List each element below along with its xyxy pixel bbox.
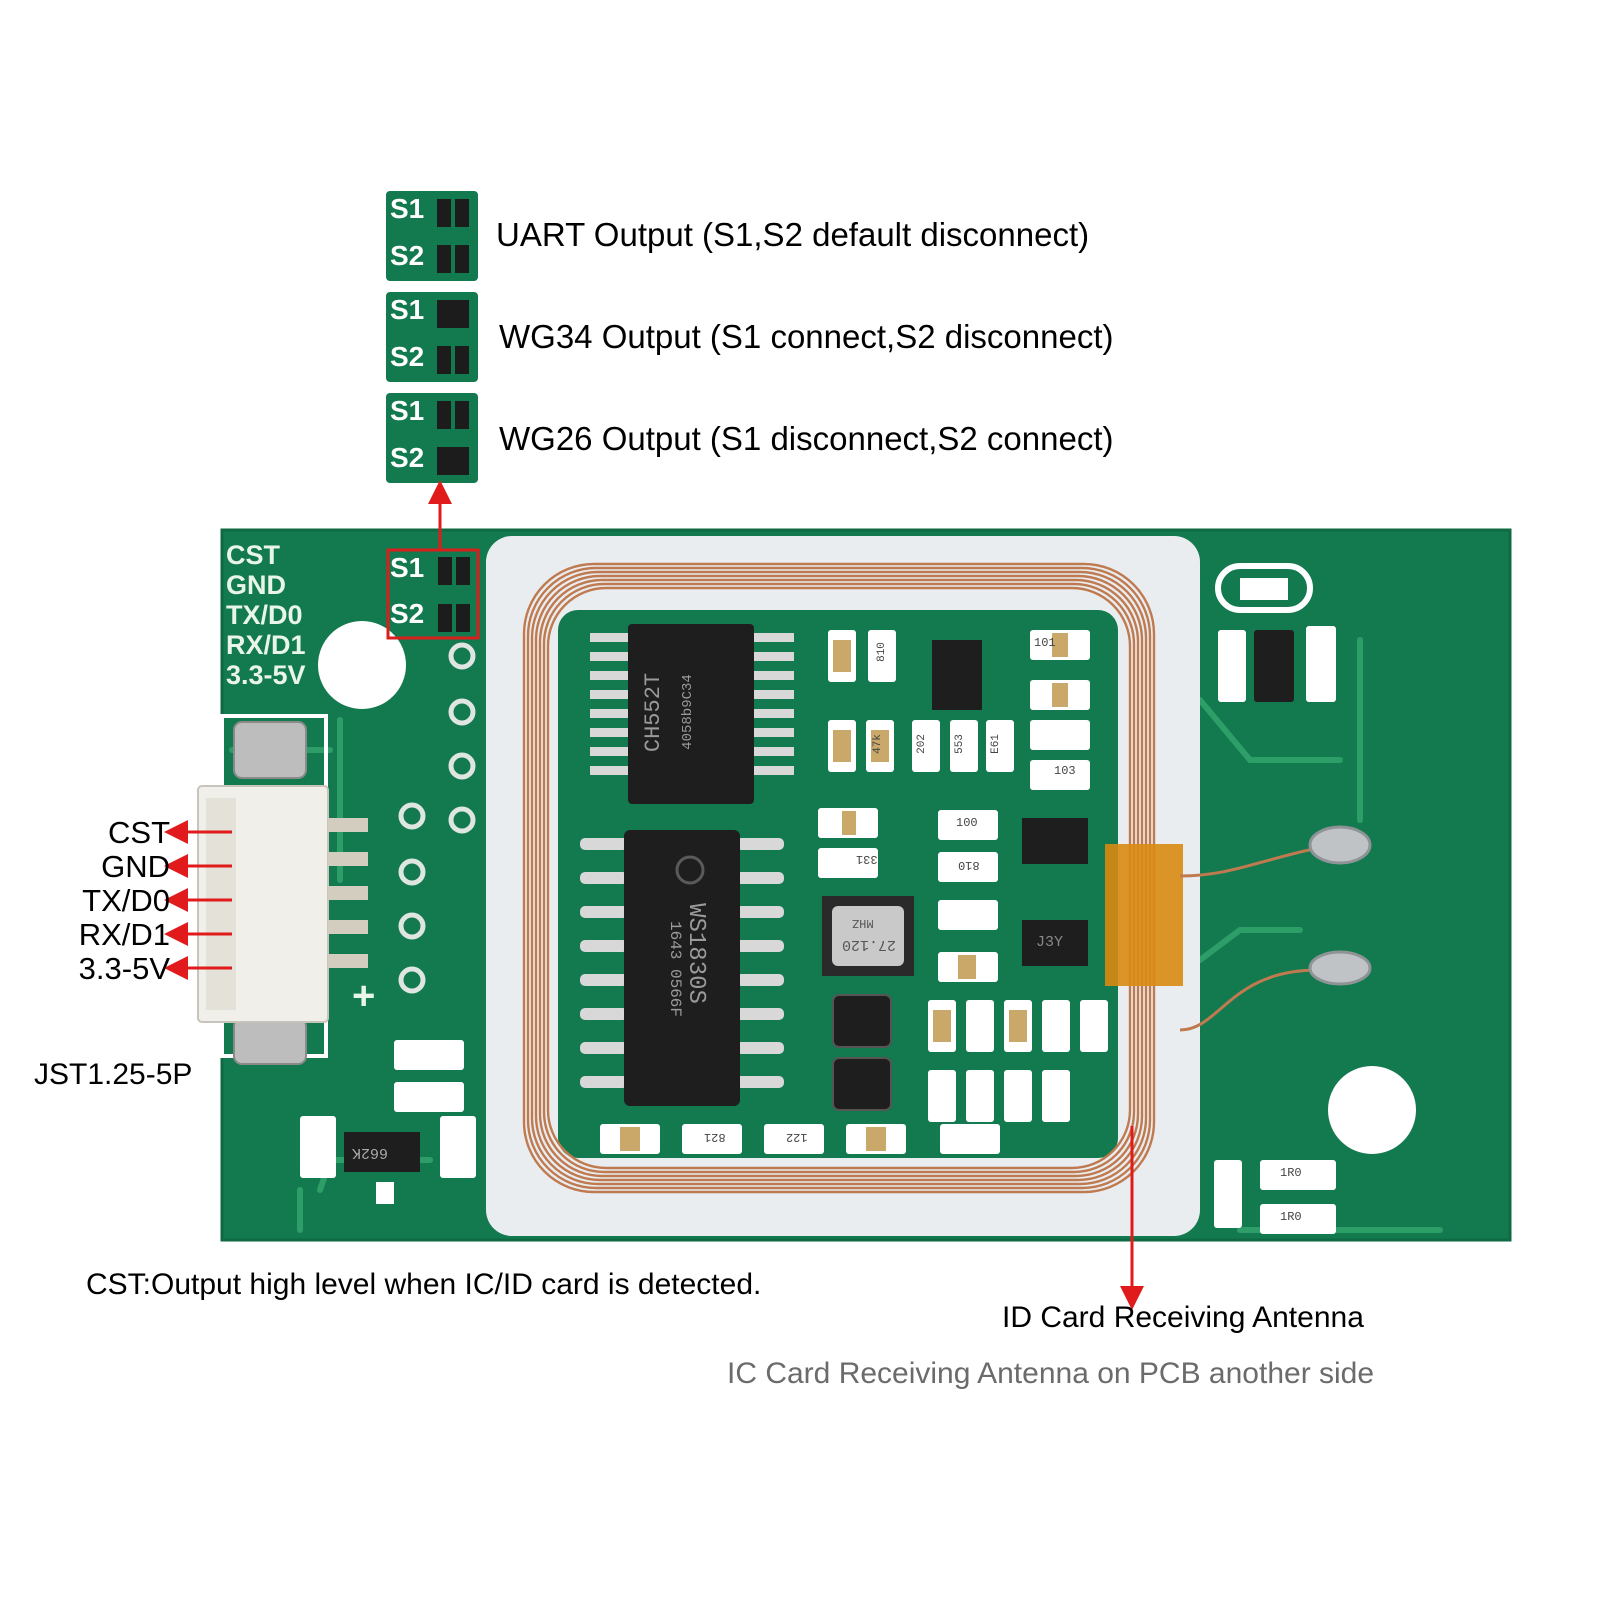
- pin-label-cst: CST: [108, 815, 170, 850]
- silk-jumper-s2: S2: [390, 598, 425, 629]
- mode-label-wg26: WG26 Output (S1 disconnect,S2 connect): [499, 420, 1114, 457]
- resistor-code: 810: [875, 642, 888, 662]
- legend-wg34-s1: S1: [390, 294, 425, 325]
- resistor-code: E61: [989, 734, 1002, 754]
- resistor-code: 103: [1054, 764, 1076, 778]
- chip1-marking-line2: 4058b9C34: [679, 674, 696, 750]
- right-side-components: [1214, 563, 1336, 1234]
- legend-uart-s1: S1: [390, 193, 425, 224]
- cst-note: CST:Output high level when IC/ID card is…: [86, 1268, 762, 1301]
- resistor-code: 821: [704, 1130, 726, 1144]
- resistor-code: 202: [915, 734, 928, 754]
- smd-components: [600, 630, 1108, 1154]
- jumper-highlight-box: [386, 548, 480, 640]
- silk-pin-power: 3.3-5V: [226, 660, 306, 690]
- resistor-code: 662K: [352, 1144, 389, 1161]
- mode-label-wg34: WG34 Output (S1 connect,S2 disconnect): [499, 318, 1114, 355]
- crystal-oscillator: [822, 896, 914, 976]
- jumper-swatch-wg26: [386, 393, 478, 483]
- chip-ch552t: [590, 624, 794, 804]
- jumper-swatch-uart: [386, 191, 478, 281]
- resistor-code: 810: [958, 858, 980, 872]
- legend-uart-s2: S2: [390, 240, 425, 271]
- resistor-code: 47k: [871, 734, 884, 754]
- resistor-code: 553: [953, 734, 966, 754]
- antenna-ic-label: IC Card Receiving Antenna on PCB another…: [727, 1357, 1375, 1390]
- pin-label-tx: TX/D0: [82, 883, 170, 918]
- legend-wg26-s2: S2: [390, 442, 425, 473]
- jst-connector: [197, 714, 368, 1065]
- legend-wg34-s2: S2: [390, 341, 425, 372]
- crystal-marking-line1: 27.120: [842, 936, 897, 953]
- pin-label-gnd: GND: [101, 849, 170, 884]
- resistor-code: 122: [786, 1130, 808, 1144]
- resistor-code: 100: [956, 816, 978, 830]
- silk-pin-cst: CST: [226, 540, 280, 570]
- resistor-code: 1R0: [1280, 1210, 1302, 1224]
- silk-pin-rx: RX/D1: [226, 630, 306, 660]
- silk-plus-mark: +: [352, 974, 376, 1018]
- silk-pin-tx: TX/D0: [226, 600, 303, 630]
- resistor-code: 101: [1034, 636, 1056, 650]
- crystal-marking-line2: MHZ: [852, 916, 874, 930]
- antenna-id-label: ID Card Receiving Antenna: [1002, 1301, 1364, 1334]
- pin-label-rx: RX/D1: [78, 917, 170, 952]
- chip1-marking-line1: CH552T: [641, 672, 667, 753]
- resistor-code: J3Y: [1036, 934, 1064, 951]
- chip2-marking-line1: WS1830S: [681, 903, 709, 1004]
- inductor-2: [832, 1057, 892, 1111]
- mode-label-uart: UART Output (S1,S2 default disconnect): [496, 216, 1090, 253]
- chip2-marking-line2: 1643 0566F: [666, 920, 685, 1018]
- silk-pin-gnd: GND: [226, 570, 286, 600]
- chip-ws1830s: [580, 830, 784, 1106]
- through-holes: [398, 642, 476, 994]
- legend-wg26-s1: S1: [390, 395, 425, 426]
- resistor-code: 331: [856, 852, 878, 866]
- jumper-swatch-wg34: [386, 292, 478, 382]
- silk-jumper-s1: S1: [390, 552, 425, 583]
- pcb-board: [220, 528, 1512, 1242]
- resistor-code: 1R0: [1280, 1166, 1302, 1180]
- inductor-1: [832, 994, 892, 1048]
- left-bottom-components: [300, 1040, 476, 1204]
- connector-label: JST1.25-5P: [34, 1058, 193, 1091]
- pin-label-power: 3.3-5V: [78, 951, 170, 986]
